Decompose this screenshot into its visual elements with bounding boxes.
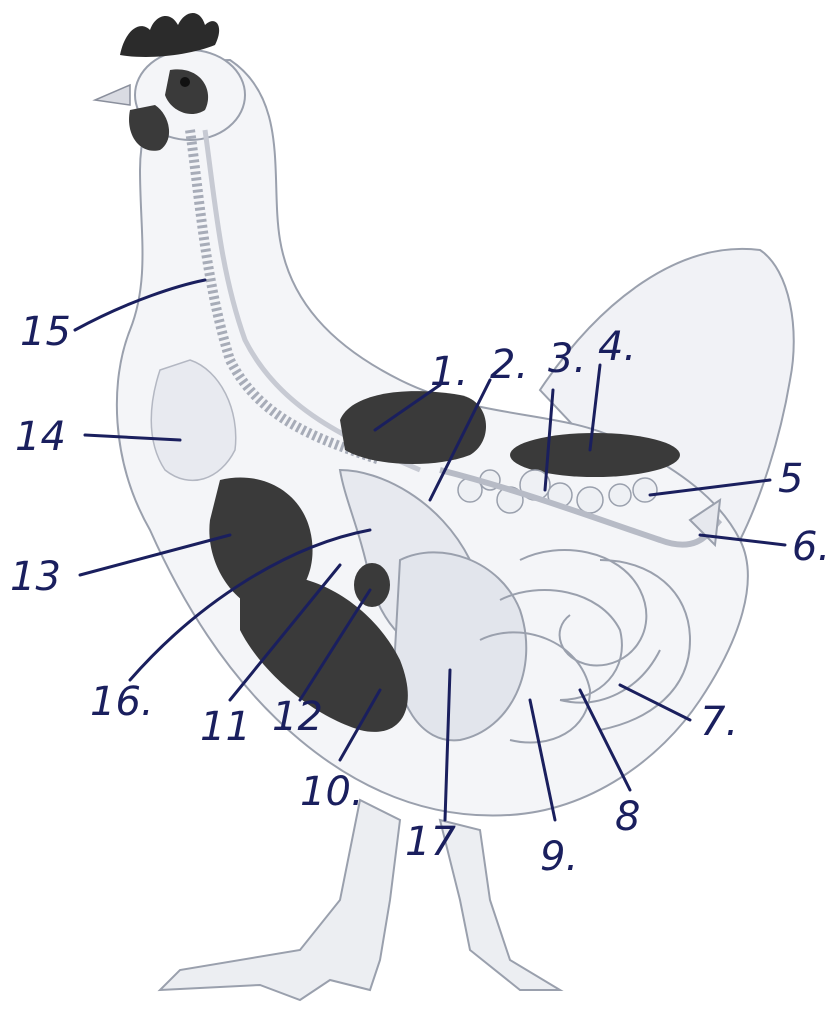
- spleen: [354, 563, 390, 607]
- label-7: 7.: [700, 699, 738, 745]
- label-5: 5: [778, 456, 803, 502]
- label-1: 1.: [430, 349, 468, 395]
- comb: [120, 13, 219, 57]
- left-leg: [160, 800, 400, 1000]
- label-15: 15: [20, 309, 71, 355]
- label-9: 9.: [540, 834, 578, 880]
- label-14: 14: [15, 414, 66, 460]
- label-12: 12: [272, 694, 323, 740]
- eye: [180, 77, 190, 87]
- label-8: 8: [615, 794, 640, 840]
- label-16: 16.: [90, 679, 154, 725]
- label-13: 13: [10, 554, 61, 600]
- label-3: 3.: [548, 336, 586, 382]
- label-10: 10.: [300, 769, 364, 815]
- label-11: 11: [200, 704, 251, 750]
- beak: [95, 85, 130, 105]
- label-17: 17: [405, 819, 456, 865]
- label-4: 4.: [598, 324, 636, 370]
- label-2: 2.: [490, 342, 528, 388]
- label-6: 6.: [792, 524, 830, 570]
